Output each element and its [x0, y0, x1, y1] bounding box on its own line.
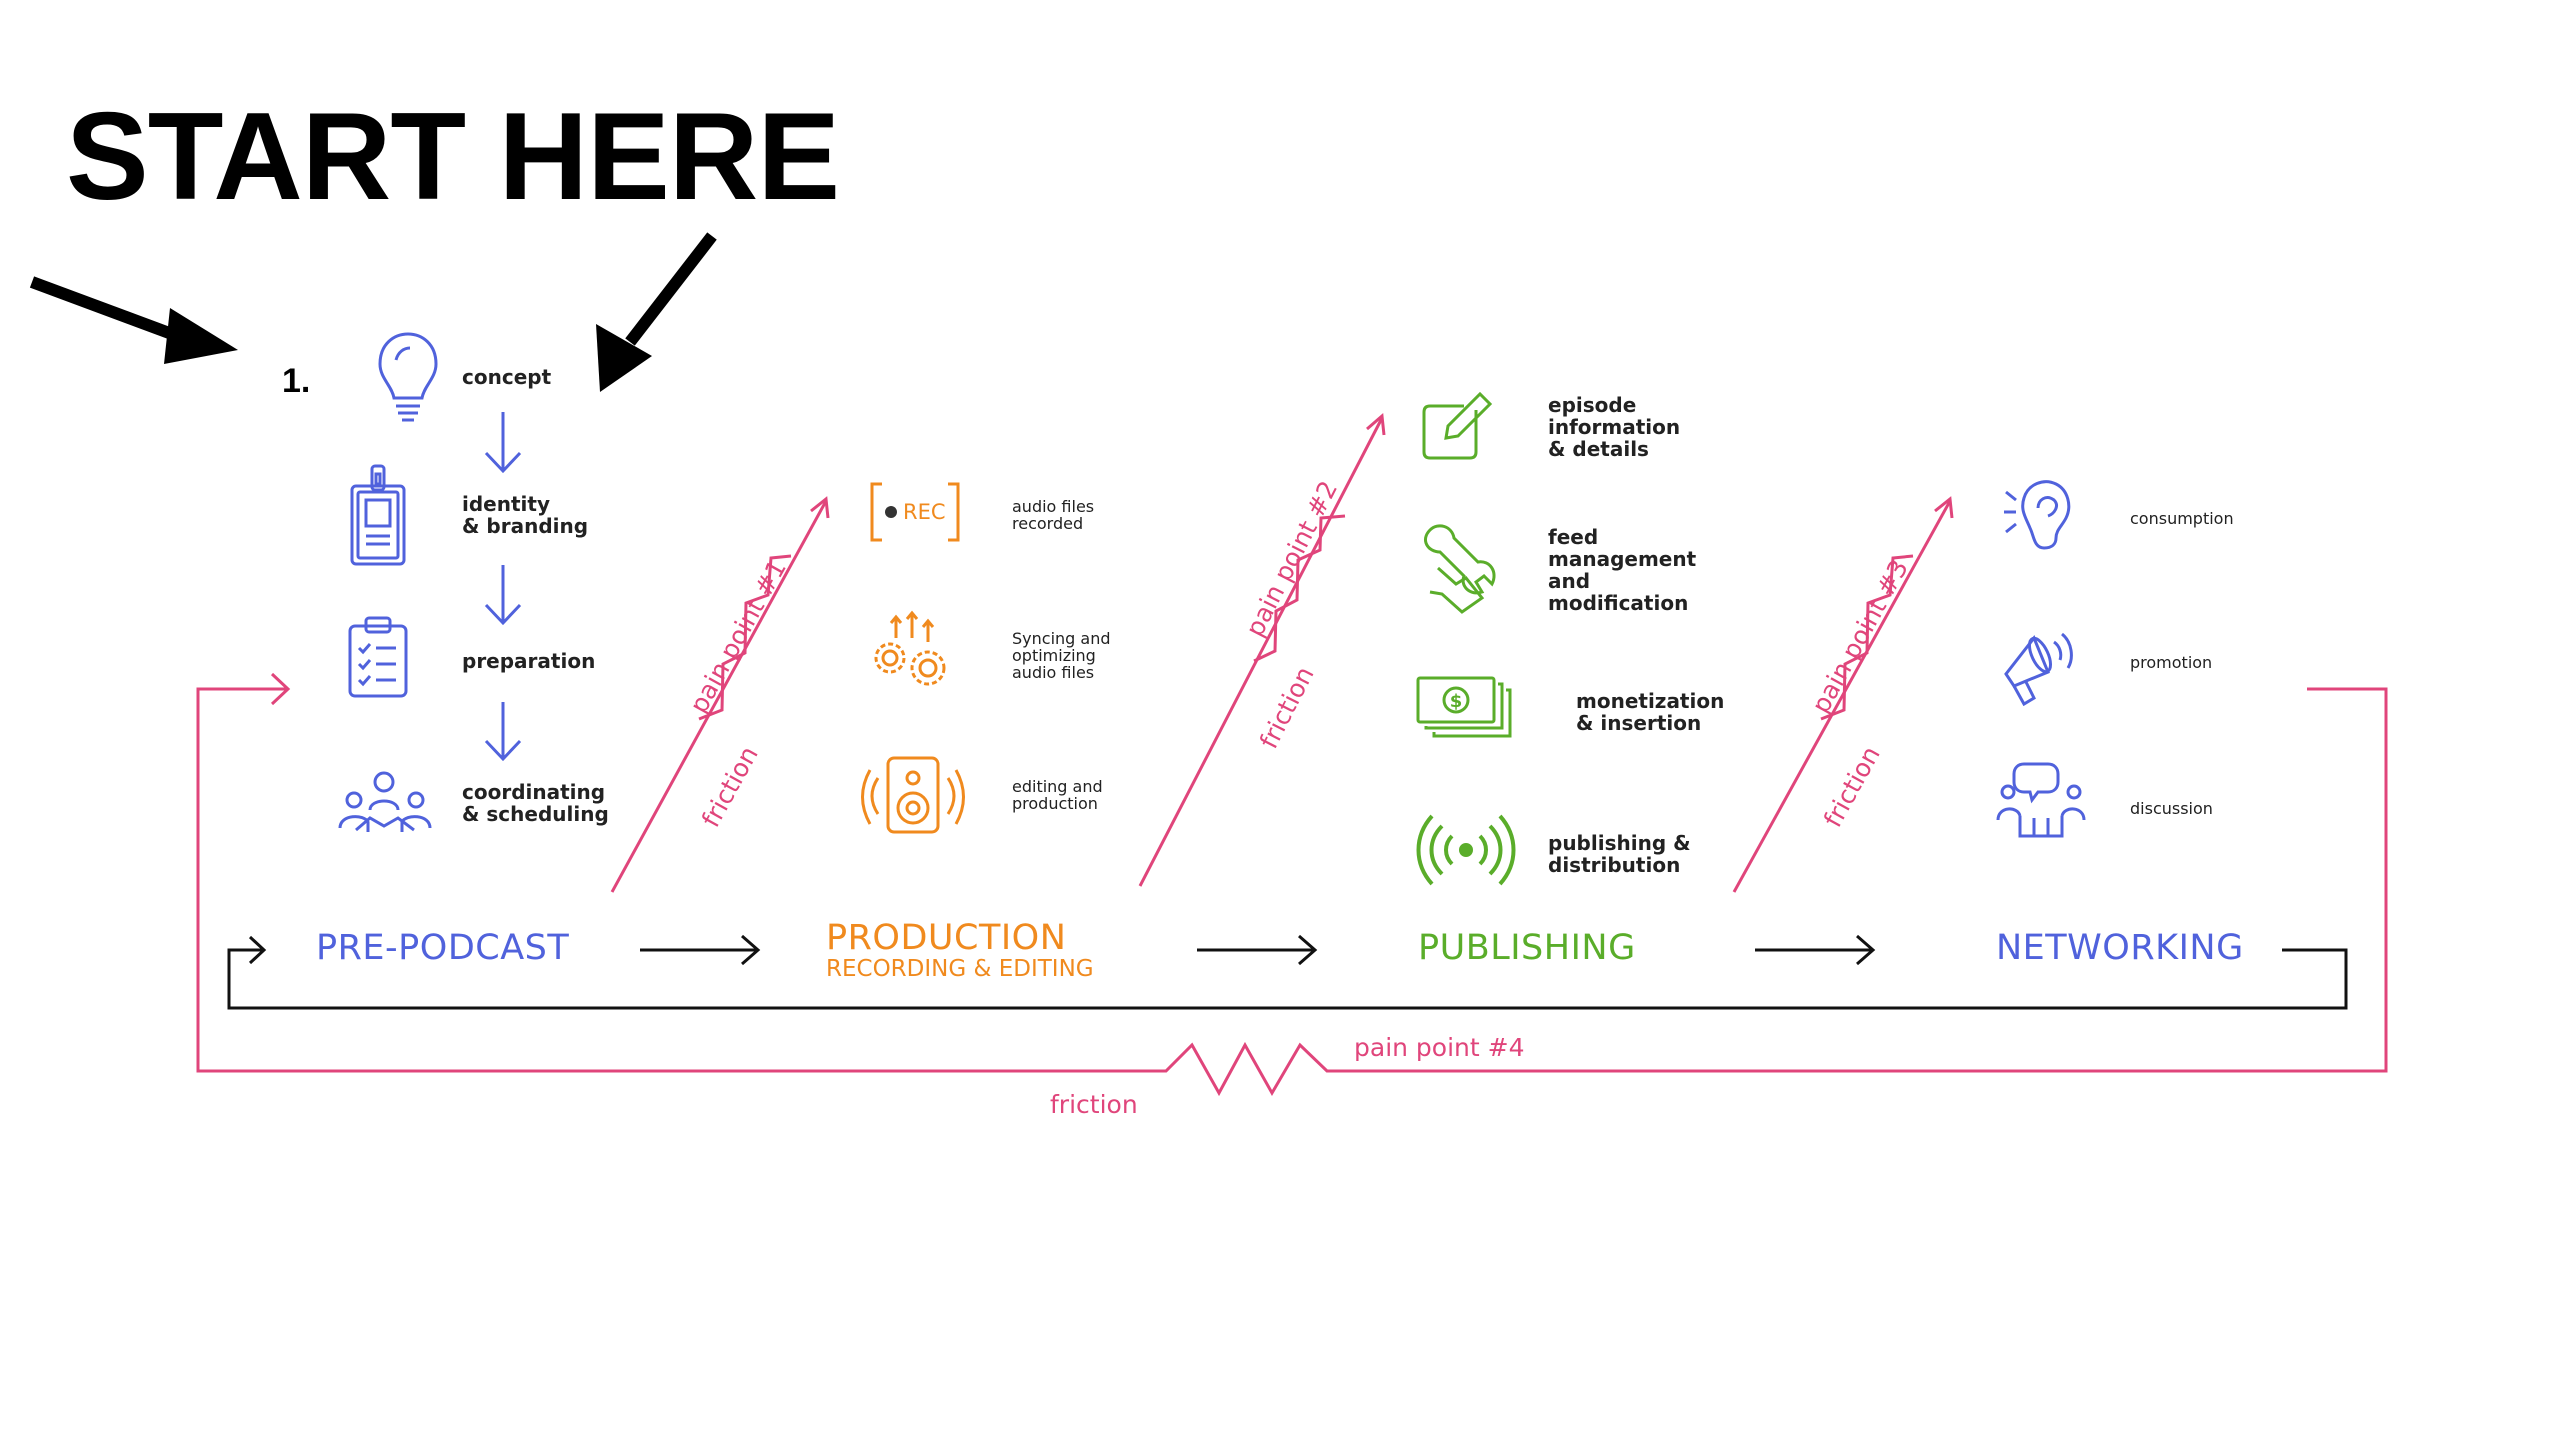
edit-note-icon	[1422, 391, 1493, 460]
wrench-hand-icon	[1424, 524, 1496, 614]
pain-point-2-line	[1138, 412, 1386, 887]
inner-return-loop	[227, 935, 2348, 1010]
pain-point-1-line	[610, 496, 830, 893]
production-item-recorded: audio files recorded	[1012, 497, 1095, 533]
clipboard-checklist-icon	[348, 616, 408, 698]
start-arrow-right	[596, 232, 717, 392]
pre-podcast-item-preparation: preparation	[462, 649, 596, 673]
publishing-item-feed-management: feed management and modification	[1548, 525, 1697, 615]
stage-label-publishing: PUBLISHING	[1418, 928, 1636, 968]
lightbulb-icon	[378, 332, 438, 422]
pre-podcast-down-arrows	[484, 412, 522, 762]
id-badge-icon	[350, 464, 406, 566]
networking-item-discussion: discussion	[2130, 799, 2213, 818]
publishing-item-distribution: publishing & distribution	[1548, 831, 1691, 877]
broadcast-icon	[1416, 814, 1516, 886]
pre-podcast-item-coordinating: coordinating & scheduling	[462, 780, 609, 826]
publishing-item-monetization: monetization & insertion	[1576, 689, 1725, 735]
publishing-item-episode-info: episode information & details	[1548, 393, 1681, 461]
networking-item-consumption: consumption	[2130, 509, 2234, 528]
start-here-heading: START HERE	[66, 88, 840, 226]
outer-return-loop	[196, 672, 2388, 1097]
production-item-editing: editing and production	[1012, 777, 1103, 813]
friction-4-label: friction	[1050, 1090, 1138, 1119]
ear-icon	[2004, 480, 2071, 550]
stage-sublabel-production: RECORDING & EDITING	[826, 956, 1094, 982]
step-number: 1.	[282, 362, 311, 400]
pain-point-4-label: pain point #4	[1354, 1033, 1525, 1062]
networking-item-promotion: promotion	[2130, 653, 2213, 672]
stage-label-pre-podcast: PRE-PODCAST	[316, 928, 570, 968]
pre-podcast-item-identity: identity & branding	[462, 492, 589, 538]
meeting-people-icon	[338, 771, 432, 832]
rec-badge-text: REC	[903, 500, 946, 524]
rec-icon	[870, 482, 960, 542]
stage-flow-arrows	[640, 934, 1876, 966]
megaphone-icon	[2004, 632, 2073, 707]
discussion-icon	[1996, 762, 2086, 838]
speaker-icon	[861, 756, 965, 834]
start-arrow-left	[29, 276, 238, 364]
production-item-syncing: Syncing and optimizing audio files	[1012, 629, 1111, 682]
svg-text:$: $	[1450, 691, 1463, 712]
stage-label-networking: NETWORKING	[1996, 928, 2244, 968]
pain-point-3-line	[1732, 496, 1954, 893]
pre-podcast-item-concept: concept	[462, 365, 552, 389]
gears-icon	[874, 610, 946, 686]
stage-label-production: PRODUCTION	[826, 918, 1067, 958]
money-stack-icon: $	[1416, 676, 1512, 738]
